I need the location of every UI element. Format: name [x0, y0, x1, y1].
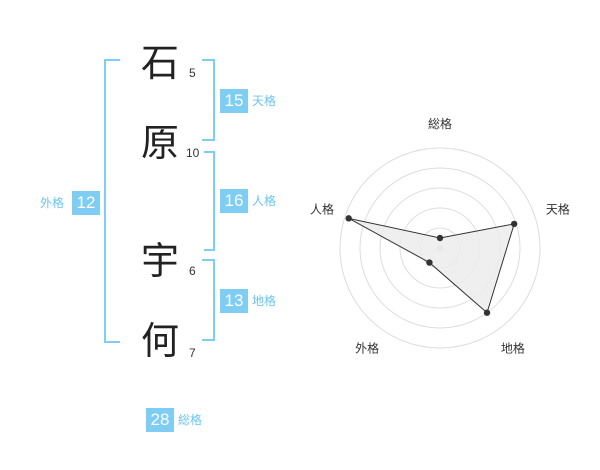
soukaku-label: 総格	[178, 413, 203, 427]
radar-axis-label-1: 総格	[428, 116, 452, 131]
surname-char-2-strokes: 10	[186, 146, 200, 160]
radar-grid-ring	[359, 167, 521, 329]
chikaku-label: 地格	[252, 294, 277, 308]
radar-point-3	[483, 309, 491, 316]
chikaku-badge: 13	[220, 289, 248, 313]
radar-axis-label-4: 外格	[355, 340, 379, 355]
tenkaku-bracket	[202, 59, 215, 141]
gaikaku-badge: 12	[72, 191, 100, 215]
gaikaku-bracket	[104, 59, 120, 343]
given-char-1-strokes: 6	[189, 264, 196, 278]
radar-point-2	[510, 220, 518, 228]
given-char-2-strokes: 7	[189, 346, 196, 360]
radar-area	[348, 217, 515, 314]
surname-char-1: 石	[140, 41, 179, 85]
chikaku-bracket	[202, 259, 215, 341]
surname-char-2: 原	[140, 121, 179, 165]
tenkaku-label: 天格	[252, 94, 277, 108]
radar-axis-label-5: 人格	[310, 202, 334, 217]
jinkaku-badge: 16	[220, 189, 248, 213]
radar-axis-label-2: 天格	[546, 202, 570, 217]
radar-point-5	[345, 215, 352, 222]
jinkaku-label: 人格	[252, 194, 277, 208]
tenkaku-badge: 15	[220, 89, 248, 113]
given-char-2: 何	[140, 319, 179, 363]
given-char-1: 宇	[140, 239, 179, 283]
radar-point-1	[436, 234, 444, 242]
soukaku-badge: 28	[146, 408, 174, 432]
radar-grid-ring	[339, 147, 541, 349]
radar-points	[345, 215, 518, 316]
radar-point-4	[426, 259, 433, 266]
surname-char-1-strokes: 5	[189, 66, 196, 80]
gaikaku-label: 外格	[40, 196, 65, 210]
radar-axis-label-3: 地格	[501, 340, 525, 355]
jinkaku-bracket	[204, 151, 215, 251]
